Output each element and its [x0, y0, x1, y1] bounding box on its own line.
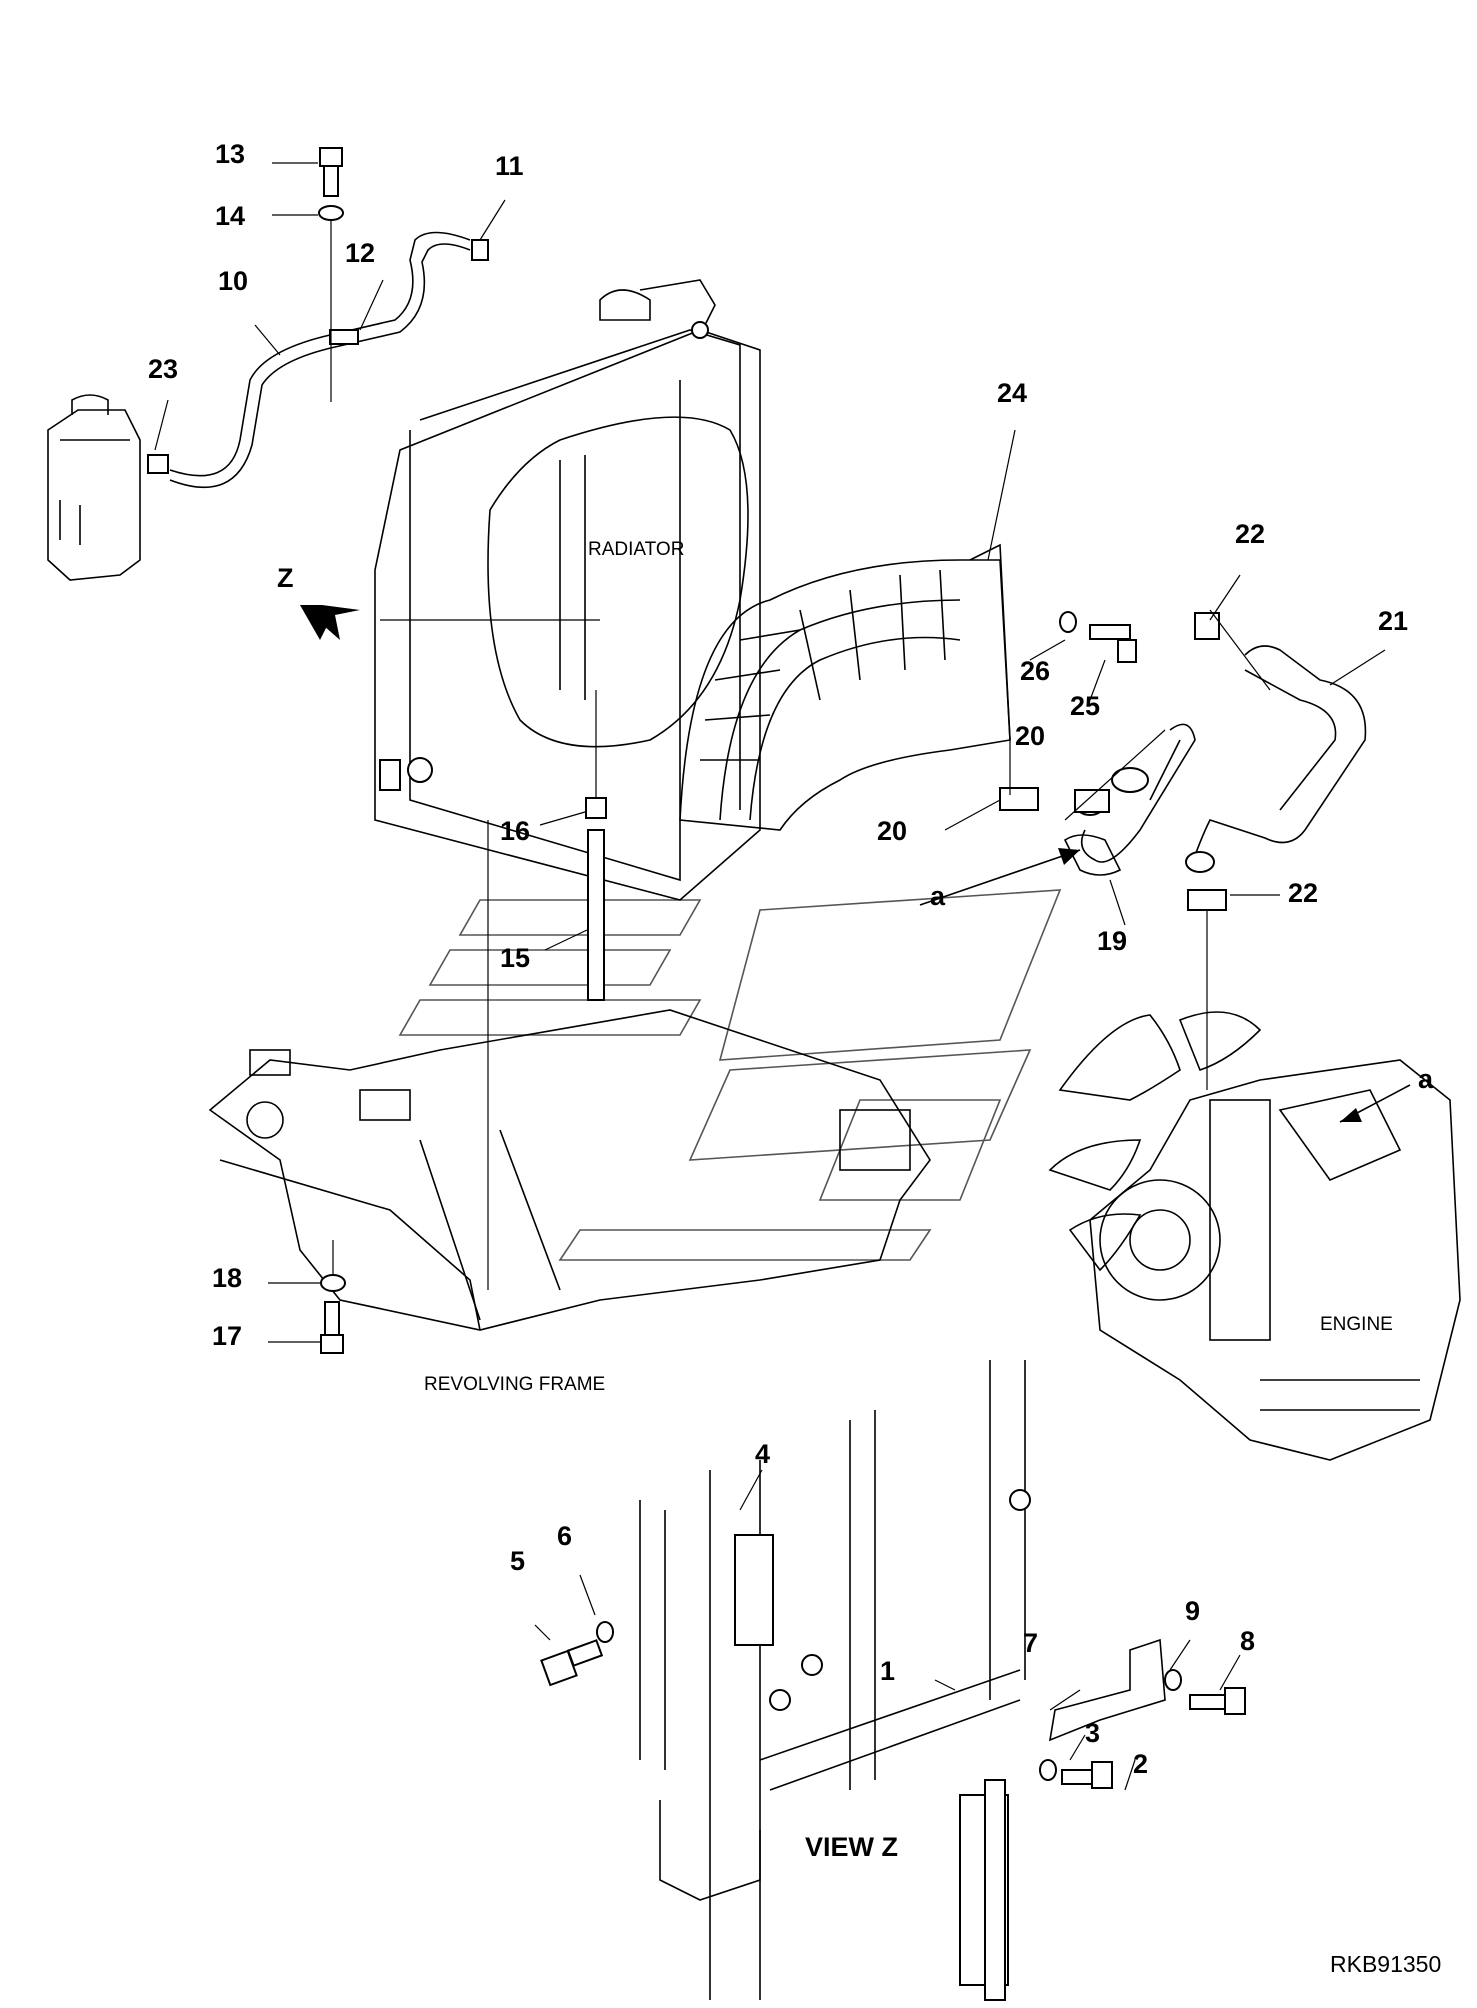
drawing-number: RKB91350: [1330, 1951, 1441, 1977]
callout-22-lower: 22: [1288, 878, 1318, 908]
arrow-a-label-2: a: [1418, 1064, 1434, 1094]
callout-7: 7: [1023, 1628, 1038, 1658]
view-marker-z: Z: [277, 563, 294, 593]
revolving-frame: [208, 820, 931, 1331]
callout-15: 15: [500, 943, 530, 973]
callout-14: 14: [215, 201, 245, 231]
overflow-hose: [147, 231, 489, 489]
radiator-hose-upper: [999, 612, 1367, 911]
callout-23: 23: [148, 354, 178, 384]
callout-13: 13: [215, 139, 245, 169]
callout-16: 16: [500, 816, 530, 846]
engine: [1048, 910, 1461, 1461]
callout-20-lower: 20: [877, 816, 907, 846]
callout-4: 4: [755, 1439, 770, 1469]
stay-rod: [585, 690, 607, 1001]
radiator: [374, 279, 761, 901]
callout-5: 5: [510, 1546, 525, 1576]
callout-18: 18: [212, 1263, 242, 1293]
view-z-title: VIEW Z: [805, 1832, 898, 1862]
radiator-label: RADIATOR: [588, 539, 684, 560]
callout-10: 10: [218, 266, 248, 296]
callout-26: 26: [1020, 656, 1050, 686]
view-z-detail: [534, 1360, 1246, 2001]
callout-8: 8: [1240, 1626, 1255, 1656]
arrow-a-label-1: a: [930, 881, 946, 911]
callout-21: 21: [1378, 606, 1408, 636]
callout-17: 17: [212, 1321, 242, 1351]
callout-25: 25: [1070, 691, 1100, 721]
bolt-25: [1059, 611, 1137, 663]
coolant-reservoir: [47, 394, 141, 581]
callout-19: 19: [1097, 926, 1127, 956]
bolt-17: [320, 1240, 346, 1354]
callout-11: 11: [495, 151, 524, 181]
callout-20-upper: 20: [1015, 721, 1045, 751]
leader-lines: [154, 162, 1386, 1343]
watermark-logo: [398, 889, 1062, 1261]
callout-2: 2: [1133, 1749, 1148, 1779]
bolt-13: [318, 147, 344, 402]
flow-arrow-a: [919, 848, 1411, 1123]
callout-24: 24: [997, 378, 1027, 408]
callout-3: 3: [1085, 1718, 1100, 1748]
revolving-frame-label: REVOLVING FRAME: [424, 1374, 605, 1395]
callout-1: 1: [880, 1656, 895, 1686]
fan-shroud: [679, 543, 1011, 831]
engine-label: ENGINE: [1320, 1314, 1393, 1335]
view-z-arrow-icon: [300, 605, 360, 640]
callout-12: 12: [345, 238, 375, 268]
callout-22-upper: 22: [1235, 519, 1265, 549]
callout-6: 6: [557, 1521, 572, 1551]
callout-9: 9: [1185, 1596, 1200, 1626]
